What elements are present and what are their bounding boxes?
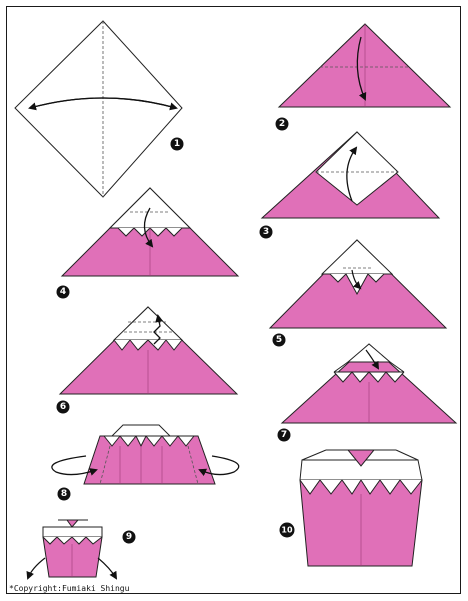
- fold-arrow-icon: [365, 349, 380, 370]
- step-9: [26, 519, 118, 580]
- step-badge-6: 6: [56, 400, 70, 414]
- svg-text:3: 3: [263, 227, 269, 237]
- step-badge-9: 9: [122, 530, 136, 544]
- step-badge-2: 2: [275, 117, 289, 131]
- step-10: [299, 449, 423, 567]
- step-4: [60, 187, 240, 277]
- step-8: [51, 424, 240, 485]
- step-2: [277, 23, 452, 108]
- step-badge-8: 8: [57, 487, 71, 501]
- svg-text:7: 7: [281, 430, 287, 440]
- fold-behind-arrow-icon: [198, 455, 240, 477]
- svg-text:9: 9: [126, 532, 132, 542]
- step-badge-10: 10: [279, 522, 295, 538]
- step-7: [280, 343, 458, 424]
- svg-text:10: 10: [281, 526, 293, 535]
- step-5: [268, 239, 448, 329]
- svg-text:1: 1: [174, 139, 180, 149]
- svg-text:4: 4: [60, 287, 66, 297]
- fold-arrow-icon: [97, 557, 118, 580]
- svg-text:8: 8: [61, 489, 67, 499]
- fold-arrow-icon: [26, 557, 46, 580]
- page-border: [6, 6, 461, 594]
- fold-arrow-icon: [351, 269, 362, 290]
- fold-behind-arrow-icon: [51, 455, 98, 476]
- step-badge-5: 5: [272, 333, 286, 347]
- copyright-notice: *Copyright:Fumiaki Shingu: [9, 584, 130, 593]
- fold-arrow-icon: [346, 146, 358, 202]
- step-1: [14, 20, 183, 198]
- zigzag-arrow-icon: [153, 314, 164, 345]
- fold-arrow-icon: [356, 36, 367, 101]
- svg-text:6: 6: [60, 402, 66, 412]
- fold-arrow-icon: [143, 207, 154, 248]
- step-badge-3: 3: [259, 225, 273, 239]
- step-3: [260, 131, 441, 219]
- step-badge-1: 1: [170, 137, 184, 151]
- svg-text:2: 2: [279, 119, 285, 129]
- svg-text:5: 5: [276, 335, 282, 345]
- step-badge-7: 7: [277, 428, 291, 442]
- step-badge-4: 4: [56, 285, 70, 299]
- step-6: [58, 306, 239, 395]
